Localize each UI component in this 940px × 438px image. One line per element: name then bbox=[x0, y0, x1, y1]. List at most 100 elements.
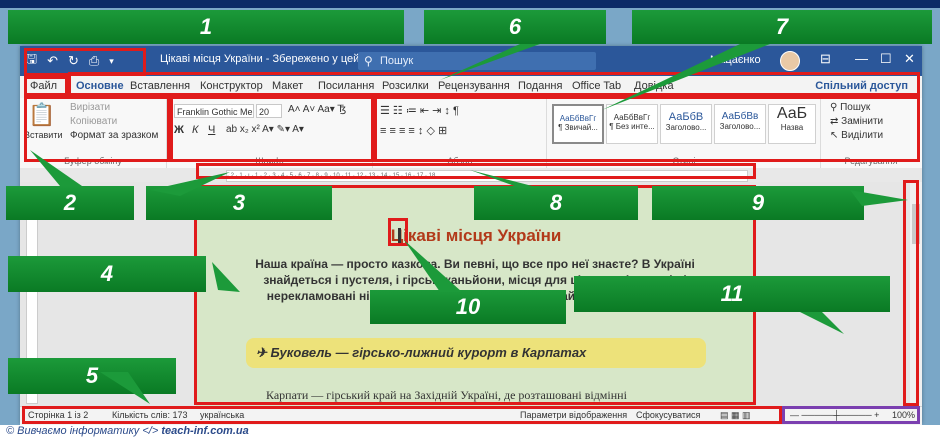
callout-2: 2 bbox=[6, 186, 134, 220]
maximize-button[interactable]: ☐ bbox=[880, 51, 892, 66]
word-count[interactable]: Кількість слів: 173 bbox=[112, 410, 188, 420]
language[interactable]: українська bbox=[200, 410, 245, 420]
search-icon: ⚲ bbox=[364, 54, 373, 68]
display-settings[interactable]: Параметри відображення bbox=[520, 410, 628, 420]
replace-label: Замінити bbox=[841, 116, 884, 127]
tab-mailings[interactable]: Розсилки bbox=[382, 80, 429, 92]
callout-11: 11 bbox=[574, 276, 890, 312]
paste-icon[interactable]: 📋 bbox=[28, 102, 56, 127]
tab-office-tab[interactable]: Office Tab bbox=[572, 80, 622, 92]
callout-6: 6 bbox=[424, 10, 606, 44]
tab-view[interactable]: Подання bbox=[518, 80, 563, 92]
arrow-6 bbox=[440, 44, 540, 80]
text-cursor bbox=[398, 228, 401, 246]
style-name: Заголово... bbox=[719, 122, 761, 131]
customize-chevron-icon[interactable]: ▾ bbox=[109, 55, 114, 66]
ribbon-display-icon[interactable]: ⊟ bbox=[820, 51, 831, 66]
undo-icon[interactable]: ↶ bbox=[47, 53, 58, 68]
font-size-box[interactable]: 20 bbox=[256, 104, 282, 118]
highlight-clipboard bbox=[24, 96, 170, 162]
tab-review[interactable]: Рецензування bbox=[438, 80, 510, 92]
arrow-2 bbox=[30, 150, 82, 186]
callout-9: 9 bbox=[652, 186, 864, 220]
zoom-level[interactable]: 100% bbox=[892, 410, 916, 420]
grow-shrink-icon[interactable]: A˄ A˅ Aa▾ Ꜩ bbox=[288, 104, 347, 115]
callout-5: 5 bbox=[8, 358, 176, 394]
highlight-file-tab bbox=[24, 76, 68, 96]
font-name-box[interactable]: Franklin Gothic Me bbox=[174, 104, 254, 118]
arrow-5 bbox=[100, 372, 150, 404]
document-paragraph-2: Карпати — гірський край на Західній Укра… bbox=[266, 388, 627, 402]
highlight-cursor bbox=[388, 218, 408, 246]
minimize-button[interactable]: — bbox=[855, 51, 868, 66]
tab-home[interactable]: Основне bbox=[76, 80, 124, 92]
footer-prefix: © Вивчаємо інформатику bbox=[6, 425, 140, 437]
footer: © Вивчаємо інформатику </> teach-inf.com… bbox=[0, 425, 940, 438]
redo-icon[interactable]: ↻ bbox=[67, 53, 79, 68]
avatar[interactable] bbox=[780, 51, 800, 71]
callout-8: 8 bbox=[474, 186, 638, 220]
cursor-icon: ↖ bbox=[830, 130, 842, 141]
style-name: ¶ Без инте... bbox=[609, 122, 655, 131]
style-normal[interactable]: АаБбВвГг¶ Звичай... bbox=[552, 104, 604, 144]
tab-file[interactable]: Файл bbox=[30, 80, 58, 92]
share-button[interactable]: Спільний доступ bbox=[815, 80, 908, 92]
select-button[interactable]: ↖ Виділити bbox=[830, 130, 883, 141]
callout-1: 1 bbox=[8, 10, 404, 44]
paste-button[interactable]: Вставити bbox=[24, 130, 63, 140]
search-box[interactable]: ⚲ Пошук bbox=[358, 52, 596, 70]
view-icons[interactable]: ▤ ▦ ▥ bbox=[720, 410, 751, 420]
tab-references[interactable]: Посилання bbox=[318, 80, 375, 92]
arrow-3 bbox=[150, 172, 230, 196]
italic-button[interactable]: К bbox=[192, 124, 199, 136]
arrow-7 bbox=[602, 44, 770, 110]
style-sample: АаБбВвГг bbox=[613, 113, 651, 122]
list-icons[interactable]: ☰ ☷ ≔ ⇤ ⇥ ↕ ¶ bbox=[380, 105, 459, 117]
arrow-11 bbox=[800, 312, 844, 334]
arrow-4 bbox=[212, 262, 240, 292]
close-button[interactable]: ✕ bbox=[904, 51, 915, 66]
highlight-ruler bbox=[196, 163, 756, 179]
save-icon[interactable]: 🖫 bbox=[26, 51, 38, 66]
highlight-scrollbar bbox=[903, 180, 919, 406]
tab-layout[interactable]: Макет bbox=[272, 80, 304, 92]
arrow-10 bbox=[404, 240, 462, 292]
callout-7: 7 bbox=[632, 10, 932, 44]
section-heading-text: Буковель — гірсько-лижний курорт в Карпа… bbox=[270, 345, 587, 360]
align-icons[interactable]: ≡ ≡ ≡ ≡ ↕ ◇ ⊞ bbox=[380, 125, 448, 137]
style-name: ¶ Звичай... bbox=[558, 123, 598, 132]
footer-site[interactable]: teach-inf.com.ua bbox=[161, 425, 249, 437]
window-title[interactable]: Цікаві місця України - Збережено у цей П… bbox=[160, 53, 377, 65]
print-icon[interactable]: ⎙ bbox=[88, 53, 100, 68]
style-no-spacing[interactable]: АаБбВвГг¶ Без инте... bbox=[606, 104, 658, 144]
search-icon: ⚲ bbox=[830, 102, 841, 113]
replace-button[interactable]: ⇄ Замінити bbox=[830, 116, 883, 127]
copy-button[interactable]: Копіювати bbox=[70, 116, 118, 127]
style-sample: АаБ bbox=[776, 105, 808, 122]
cut-button[interactable]: Вирізати bbox=[70, 102, 111, 113]
style-sample: АаБбВвГг bbox=[559, 114, 597, 123]
style-sample: АаБбВв bbox=[721, 111, 759, 122]
highlight-font bbox=[170, 96, 374, 162]
tab-design[interactable]: Конструктор bbox=[200, 80, 263, 92]
font-format-icons[interactable]: ab x₂ x² A▾ ✎▾ A▾ bbox=[226, 124, 304, 135]
underline-button[interactable]: Ч bbox=[208, 124, 216, 136]
zoom-slider[interactable]: — ─────┼───── + bbox=[790, 410, 880, 420]
format-painter-button[interactable]: Формат за зразком bbox=[70, 130, 159, 141]
quick-access-toolbar: 🖫 ↶ ↻ ⎙ ▾ bbox=[26, 50, 114, 72]
focus-mode[interactable]: Сфокусуватися bbox=[636, 410, 701, 420]
page-count[interactable]: Сторінка 1 із 2 bbox=[28, 410, 89, 420]
document-title: Цікаві місця України bbox=[390, 226, 562, 245]
callout-10: 10 bbox=[370, 290, 566, 324]
bold-button[interactable]: Ж bbox=[174, 124, 184, 136]
find-button[interactable]: ⚲ Пошук bbox=[830, 102, 870, 113]
status-bar: Сторінка 1 із 2 Кількість слів: 173 укра… bbox=[20, 406, 922, 425]
tab-insert[interactable]: Вставлення bbox=[130, 80, 191, 92]
style-sample: АаБбВ bbox=[668, 111, 704, 123]
plane-icon: ✈ bbox=[256, 345, 271, 360]
style-name: Заголово... bbox=[665, 123, 707, 132]
